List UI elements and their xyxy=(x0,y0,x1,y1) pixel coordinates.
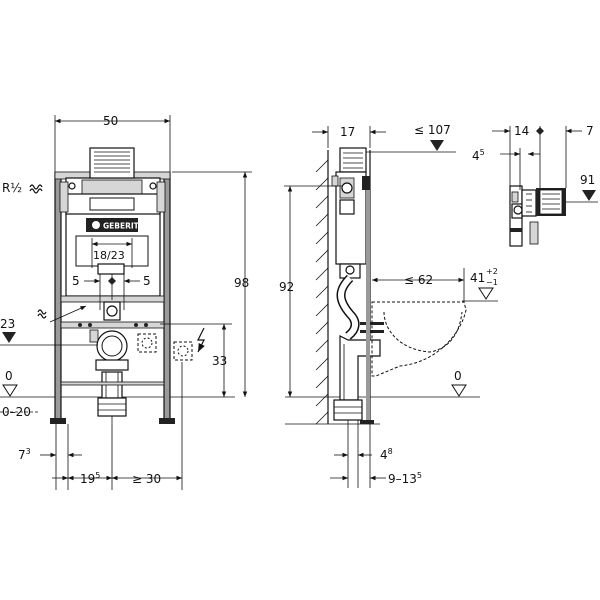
dim-bottom-offset: 48 xyxy=(380,447,393,462)
water-wave-icon xyxy=(29,184,43,190)
dim-side-height: 92 xyxy=(279,280,294,294)
connection-label: R½ xyxy=(2,181,22,195)
level-marker-41 xyxy=(478,287,494,300)
dim-frame-offset: 73 xyxy=(18,447,31,462)
bracket-right xyxy=(156,181,166,213)
dim-offset-left: 5 xyxy=(72,274,80,288)
dim-detail-width-a: 14 xyxy=(514,124,529,138)
fixing-bolt xyxy=(360,322,384,325)
dim-max-depth: ≤ 107 xyxy=(414,123,451,137)
dim-detail-height: 91 xyxy=(580,173,595,187)
dim-min-spacing: ≥ 30 xyxy=(132,472,161,486)
floor-marker-side xyxy=(451,384,467,397)
electric-socket-box xyxy=(173,341,193,361)
floor-level-front: 0 xyxy=(5,369,13,383)
frame-leg-left xyxy=(55,172,61,424)
frame-mid-rail xyxy=(60,295,165,303)
dim-floor-range: 0–20 xyxy=(2,405,31,419)
dim-depth: 17 xyxy=(340,125,355,139)
dim-tol-minus: −1 xyxy=(486,278,498,287)
side-outlet-elbow xyxy=(339,335,381,401)
dim-bowl-reach: ≤ 62 xyxy=(404,273,433,287)
foot-left xyxy=(50,418,66,424)
dim-offset-right: 5 xyxy=(143,274,151,288)
detail-view: 14 7 45 91 xyxy=(472,124,598,247)
frame-leg-right xyxy=(164,172,170,424)
cistern-cover xyxy=(81,179,143,195)
supply-wave-icon xyxy=(37,309,47,315)
dim-tol-plus: +2 xyxy=(486,267,498,276)
dim-detail-offset: 45 xyxy=(472,148,485,163)
level-marker-23 xyxy=(2,332,16,343)
dim-wall-range: 9–135 xyxy=(388,471,422,486)
dim-outlet-height: 33 xyxy=(212,354,227,368)
side-drain-socket xyxy=(333,399,363,421)
dim-flush-spacing: 18/23 xyxy=(93,249,125,262)
side-view: 17 ≤ 107 92 ≤ 62 41 +2 −1 0 48 9–135 xyxy=(279,123,498,488)
dim-bowl-height: 41 xyxy=(470,271,485,285)
dim-detail-width-b: 7 xyxy=(586,124,594,138)
electric-box-dashed xyxy=(137,333,157,353)
level-marker-91 xyxy=(582,190,596,201)
floor-marker-front xyxy=(2,384,18,397)
level-marker-107 xyxy=(430,140,444,151)
front-view: GEBERIT R½ xyxy=(0,114,252,490)
flush-pipe-top xyxy=(97,263,125,275)
dim-width: 50 xyxy=(103,114,118,128)
dim-supply-height: 23 xyxy=(0,317,15,331)
frame-lower-rail xyxy=(60,321,165,329)
wall-hatch xyxy=(315,150,329,425)
actuator-box xyxy=(89,147,135,179)
actuator-grid xyxy=(94,151,130,173)
brand-plate xyxy=(86,218,138,232)
toilet-bowl-outline xyxy=(371,301,467,377)
floor-level-side: 0 xyxy=(454,369,462,383)
dim-height: 98 xyxy=(234,276,249,290)
electric-lightning-icon xyxy=(197,327,205,353)
drain-socket xyxy=(97,397,127,417)
foot-right xyxy=(159,418,175,424)
bracket-left xyxy=(59,181,69,213)
dim-offset-19: 195 xyxy=(80,471,100,486)
brand-logo-text: GEBERIT xyxy=(103,222,140,231)
